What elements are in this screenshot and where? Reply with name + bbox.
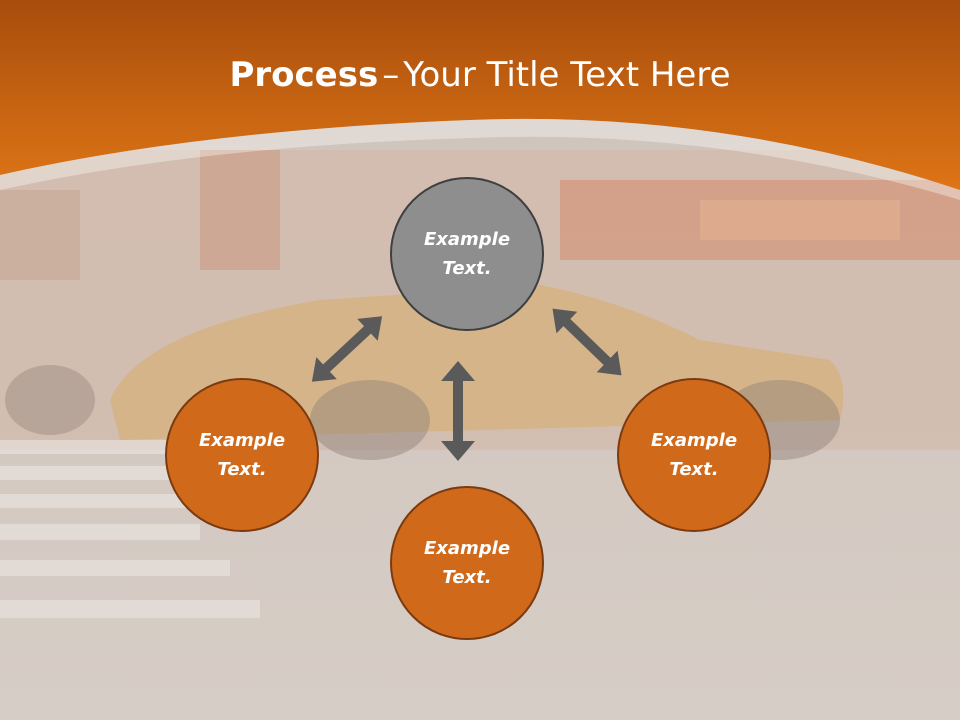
right-node: Example Text. xyxy=(617,378,771,532)
left-node-line2: Text. xyxy=(217,459,267,480)
bottom-node: Example Text. xyxy=(390,486,544,640)
double-arrow-left xyxy=(311,316,383,382)
right-node-line1: Example xyxy=(650,430,738,451)
title-bold-text: Process xyxy=(229,55,379,95)
bottom-node-label: Example Text. xyxy=(407,534,527,592)
center-node-line1: Example xyxy=(423,229,511,250)
bottom-node-line1: Example xyxy=(423,538,511,559)
left-node-label: Example Text. xyxy=(182,426,302,484)
title-dash: – xyxy=(382,55,400,95)
right-node-label: Example Text. xyxy=(634,426,754,484)
left-node-line1: Example xyxy=(198,430,286,451)
bottom-node-line2: Text. xyxy=(442,567,492,588)
center-node-label: Example Text. xyxy=(407,225,527,283)
double-arrow-right xyxy=(552,308,622,376)
center-node: Example Text. xyxy=(390,177,544,331)
title-rest-text: Your Title Text Here xyxy=(403,55,731,95)
right-node-line2: Text. xyxy=(669,459,719,480)
center-node-line2: Text. xyxy=(442,258,492,279)
double-arrow-vertical xyxy=(441,361,475,461)
left-node: Example Text. xyxy=(165,378,319,532)
slide-title: Process–Your Title Text Here xyxy=(0,52,960,98)
